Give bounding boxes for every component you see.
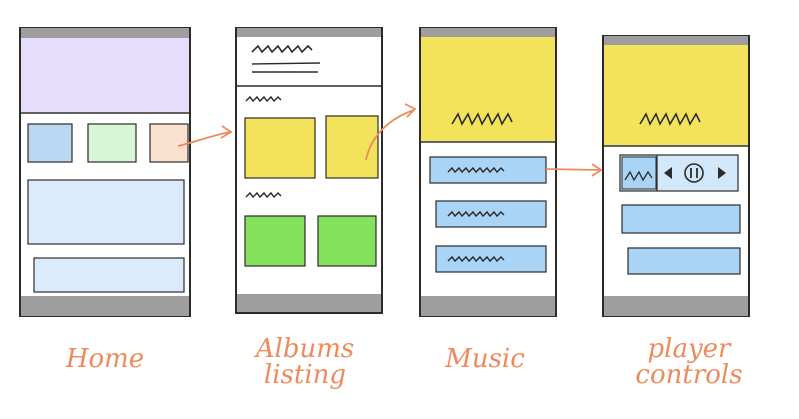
home-bottom-nav-bar bbox=[21, 296, 189, 316]
albums-top-status-bar bbox=[237, 28, 381, 37]
albums-section-label-scribble-2 bbox=[245, 191, 282, 199]
album-cover-4 bbox=[317, 215, 377, 267]
home-hero-banner bbox=[21, 38, 189, 112]
music-album-title-scribble bbox=[451, 112, 513, 126]
music-screen bbox=[419, 27, 557, 317]
player-track-row-1 bbox=[621, 204, 741, 234]
caption-music-text: Music bbox=[445, 344, 525, 374]
albums-subtitle-line-1 bbox=[251, 62, 321, 65]
caption-player-controls: player controls bbox=[614, 336, 764, 388]
home-tile-green bbox=[87, 123, 137, 163]
albums-bottom-nav-bar bbox=[237, 294, 381, 312]
home-card-small bbox=[33, 257, 185, 293]
music-bottom-nav-bar bbox=[421, 296, 555, 316]
pause-button-ring-icon[interactable] bbox=[684, 163, 704, 183]
player-track-row-2 bbox=[627, 247, 741, 275]
caption-home-text: Home bbox=[65, 344, 145, 374]
music-track-1-scribble bbox=[447, 166, 505, 174]
previous-icon[interactable] bbox=[664, 167, 672, 179]
music-album-art bbox=[421, 37, 555, 141]
album-cover-3 bbox=[244, 215, 306, 267]
player-mini-cover-scribble bbox=[624, 170, 653, 182]
flow-arrow-music-to-player bbox=[545, 163, 603, 177]
albums-section-label-scribble-1 bbox=[245, 95, 282, 103]
home-top-status-bar bbox=[21, 28, 189, 38]
music-track-3-scribble bbox=[447, 255, 505, 263]
home-card-large bbox=[27, 179, 185, 245]
player-album-title-scribble bbox=[639, 112, 701, 126]
album-cover-1 bbox=[244, 117, 316, 179]
flow-arrow-home-to-albums bbox=[177, 125, 233, 147]
next-icon[interactable] bbox=[718, 167, 726, 179]
music-track-row-3 bbox=[435, 245, 547, 273]
caption-player-controls-text: player controls bbox=[635, 334, 743, 390]
caption-albums-listing: Albums listing bbox=[240, 336, 370, 388]
music-top-status-bar bbox=[421, 28, 555, 37]
albums-title-scribble bbox=[251, 44, 313, 54]
player-bottom-nav-bar bbox=[604, 296, 748, 316]
music-track-2-scribble bbox=[447, 210, 505, 218]
home-tile-blue bbox=[27, 123, 73, 163]
home-tile-peach bbox=[149, 123, 189, 163]
player-album-art bbox=[604, 45, 748, 145]
caption-albums-listing-text: Albums listing bbox=[255, 334, 355, 390]
player-screen bbox=[602, 35, 750, 317]
flow-arrow-albums-to-music bbox=[365, 103, 417, 161]
player-top-status-bar bbox=[604, 36, 748, 45]
home-screen bbox=[19, 27, 191, 317]
caption-home: Home bbox=[40, 346, 170, 372]
music-track-row-2 bbox=[435, 200, 547, 228]
caption-music: Music bbox=[420, 346, 550, 372]
albums-screen bbox=[235, 27, 383, 314]
